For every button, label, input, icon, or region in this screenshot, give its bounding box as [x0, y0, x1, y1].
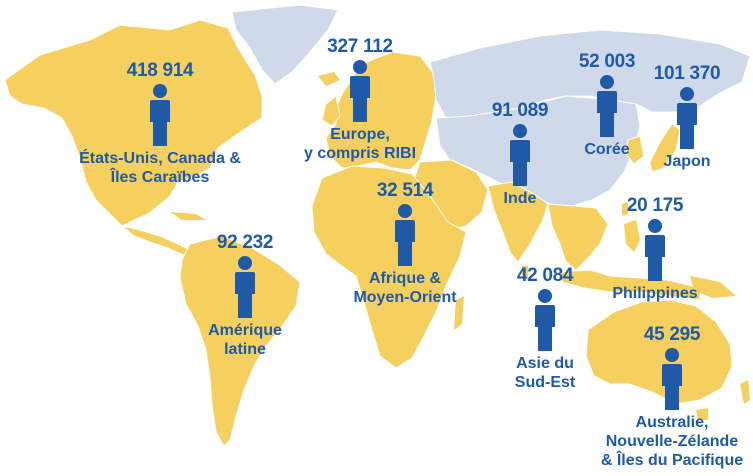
- landmass-japan: [649, 123, 681, 173]
- region-count: 101 370: [653, 63, 721, 84]
- region-name: Philippines: [612, 285, 698, 302]
- region-korea: 52 003 Corée: [567, 52, 647, 159]
- landmass-greenland: [231, 4, 339, 85]
- landmass-indonesia: [559, 269, 701, 301]
- region-count: 52 003: [578, 51, 636, 72]
- landmass-southeast-asia: [547, 203, 609, 271]
- landmass-central-america: [121, 225, 191, 257]
- region-oceania: 45 295 Australie, Nouvelle-Zélande & Île…: [592, 325, 752, 470]
- region-count: 92 232: [216, 232, 274, 253]
- landmass-caribbean: [170, 212, 206, 220]
- landmass-philippines: [624, 220, 640, 252]
- region-name: Inde: [503, 190, 537, 207]
- region-philippines: 20 175 Philippines: [600, 196, 710, 303]
- region-latin-america: 92 232 Amérique latine: [195, 233, 295, 359]
- person-icon: [535, 289, 555, 351]
- region-europe: 327 112 Europe, y compris RIBI: [300, 37, 420, 163]
- person-icon: [677, 87, 697, 149]
- region-count: 45 295: [643, 324, 701, 345]
- person-icon: [510, 124, 530, 186]
- region-count: 418 914: [126, 60, 194, 81]
- region-name: Japon: [663, 153, 711, 170]
- landmass-new-guinea: [690, 276, 736, 298]
- region-count: 32 514: [376, 180, 434, 201]
- region-africa-middle-east: 32 514 Afrique & Moyen-Orient: [340, 181, 470, 307]
- landmass-uk: [321, 95, 341, 127]
- region-name: Australie, Nouvelle-Zélande & Îles du Pa…: [600, 414, 744, 469]
- person-icon: [645, 219, 665, 281]
- region-name: Amérique latine: [208, 322, 282, 358]
- landmass-madagascar: [454, 296, 464, 330]
- landmass-taiwan: [622, 202, 628, 216]
- landmass-korea: [625, 135, 645, 165]
- landmass-iceland: [318, 72, 340, 86]
- person-icon: [597, 75, 617, 137]
- landmass-sri-lanka: [522, 266, 528, 276]
- region-count: 42 084: [516, 265, 574, 286]
- region-count: 91 089: [491, 100, 549, 121]
- landmass-australia: [585, 299, 733, 405]
- landmass-tasmania: [696, 408, 708, 420]
- region-name: Asie du Sud-Est: [514, 355, 576, 391]
- region-north-america: 418 914 États-Unis, Canada & Îles Caraïb…: [70, 61, 250, 187]
- landmass-south-america: [179, 235, 301, 447]
- landmass-asia: [435, 95, 641, 207]
- landmass-africa: [311, 165, 467, 369]
- landmass-new-zealand: [740, 380, 750, 404]
- landmass-north-america: [4, 19, 263, 227]
- region-name: Afrique & Moyen-Orient: [353, 270, 457, 306]
- region-name: Corée: [584, 141, 630, 158]
- region-name: Europe, y compris RIBI: [303, 126, 417, 162]
- person-icon: [150, 84, 170, 146]
- region-southeast-asia: 42 084 Asie du Sud-Est: [505, 266, 585, 392]
- person-icon: [395, 204, 415, 266]
- person-icon: [662, 348, 682, 410]
- region-count: 327 112: [327, 36, 393, 57]
- region-name: États-Unis, Canada & Îles Caraïbes: [79, 150, 241, 186]
- region-japan: 101 370 Japon: [644, 64, 730, 171]
- person-icon: [235, 256, 255, 318]
- region-india: 91 089 Inde: [480, 101, 560, 208]
- person-icon: [350, 60, 370, 122]
- region-count: 20 175: [626, 195, 684, 216]
- landmass-india: [487, 181, 549, 263]
